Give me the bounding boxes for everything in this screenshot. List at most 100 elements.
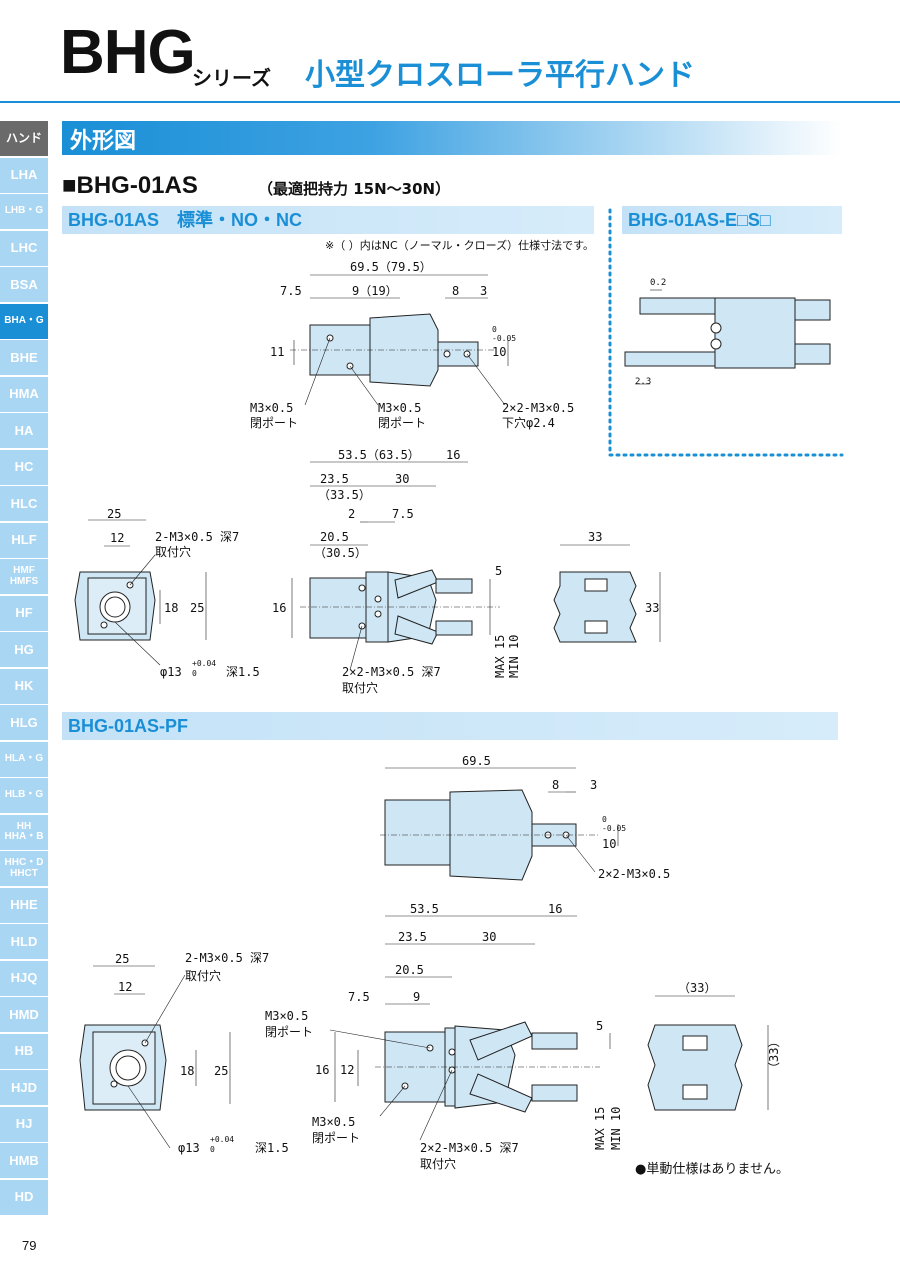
dim-text: 9（19）	[352, 284, 398, 298]
sidebar-item[interactable]: LHA	[0, 157, 48, 193]
callout: 深1.5	[255, 1141, 289, 1155]
dim-text: 7.5	[392, 507, 414, 521]
sidebar-item[interactable]: HF	[0, 595, 48, 631]
sidebar-item[interactable]: HLD	[0, 924, 48, 959]
callout: 取付穴	[185, 968, 221, 983]
page-number: 79	[22, 1238, 37, 1253]
sidebar-item[interactable]: HJ	[0, 1106, 48, 1142]
dim-text: 69.5	[462, 754, 491, 768]
callout: 2×2-M3×0.5	[598, 867, 670, 881]
sidebar-item[interactable]: HLG	[0, 705, 48, 740]
series-suffix: シリーズ	[192, 66, 271, 90]
sidebar-item[interactable]: HMB	[0, 1143, 48, 1178]
dim-tol: +0.04	[192, 659, 216, 668]
dim-text: 25	[214, 1064, 228, 1078]
dim-text: 25	[190, 601, 204, 615]
dim-tol: 0	[602, 815, 607, 824]
subsection-standard: BHG-01AS 標準・NO・NC	[62, 206, 594, 234]
sidebar-item[interactable]: HC	[0, 449, 48, 485]
sidebar-item[interactable]: HHC・D HHCT	[0, 851, 48, 886]
sidebar-item[interactable]: LHB・G	[0, 194, 48, 229]
dim-text: 0.2	[650, 278, 666, 288]
sidebar-item[interactable]: HLF	[0, 522, 48, 558]
dim-text: 53.5	[410, 902, 439, 916]
dim-text: 33	[645, 601, 659, 615]
dim-text: 33	[588, 530, 602, 544]
dim-text: 69.5（79.5）	[350, 260, 432, 274]
dim-text: 20.5	[320, 530, 349, 544]
sidebar-item[interactable]: HK	[0, 668, 48, 704]
sidebar-item[interactable]: HA	[0, 413, 48, 448]
dim-text: 2.3	[635, 377, 651, 387]
dim-text: 2	[348, 507, 355, 521]
sidebar-item[interactable]: HLB・G	[0, 778, 48, 813]
end-view-standard	[74, 519, 207, 666]
callout: 取付穴	[155, 544, 191, 559]
callout: 2×2-M3×0.5 深7	[420, 1141, 519, 1155]
es-separator	[608, 208, 844, 457]
sidebar-item[interactable]: BHE	[0, 340, 48, 375]
dim-text: 18	[164, 601, 178, 615]
sidebar-item[interactable]: HH HHA・B	[0, 814, 48, 850]
callout: 2×2-M3×0.5 深7	[342, 665, 441, 679]
dim-text: 20.5	[395, 963, 424, 977]
sidebar-item[interactable]: HJD	[0, 1070, 48, 1105]
dim-text: 12	[340, 1063, 354, 1077]
sidebar-item[interactable]: HJQ	[0, 960, 48, 996]
sidebar-item[interactable]: HLC	[0, 486, 48, 521]
sidebar-item[interactable]: LHC	[0, 230, 48, 266]
dim-tol: -0.05	[602, 824, 626, 833]
dim-text: 5	[596, 1019, 603, 1033]
callout: M3×0.5	[265, 1009, 308, 1023]
callout: 取付穴	[342, 680, 378, 695]
dim-text: （33）	[678, 981, 716, 995]
callout: M3×0.5	[378, 401, 421, 415]
sidebar-item[interactable]: ハンド	[0, 121, 48, 156]
series-name: BHG	[60, 18, 196, 87]
dim-text: 8	[552, 778, 559, 792]
sidebar-item[interactable]: HG	[0, 632, 48, 667]
section-bar	[62, 121, 842, 155]
section-title: 外形図	[70, 129, 137, 154]
callout: 2×2-M3×0.5	[502, 401, 574, 415]
sidebar-item[interactable]: HMF HMFS	[0, 559, 48, 594]
dim-text: 3	[590, 778, 597, 792]
dim-text: 25	[107, 507, 121, 521]
model-subtitle: （最適把持力 15N〜30N）	[258, 180, 451, 198]
dim-text: MAX 15	[493, 635, 507, 678]
sidebar-item[interactable]: HMD	[0, 997, 48, 1032]
sidebar-item[interactable]: HD	[0, 1179, 48, 1215]
sidebar-item[interactable]: HB	[0, 1033, 48, 1069]
dim-text: 8	[452, 284, 459, 298]
callout: 2-M3×0.5 深7	[185, 951, 269, 965]
dim-text: 23.5	[398, 930, 427, 944]
sidebar-item[interactable]: BSA	[0, 267, 48, 302]
top-view-standard	[290, 274, 509, 406]
sidebar-item[interactable]: HLA・G	[0, 741, 48, 777]
dim-text: 10	[492, 345, 506, 359]
jaw-view-standard	[553, 544, 661, 643]
callout: φ13	[160, 665, 182, 679]
dim-text: 7.5	[348, 990, 370, 1004]
dim-text: 12	[110, 531, 124, 545]
sidebar-item[interactable]: BHA・G	[0, 303, 48, 339]
callout: φ13	[178, 1141, 200, 1155]
dim-text: 25	[115, 952, 129, 966]
callout: 深1.5	[226, 665, 260, 679]
callout: 2-M3×0.5 深7	[155, 530, 239, 544]
header-divider	[0, 101, 900, 103]
sidebar-item[interactable]: HHE	[0, 887, 48, 923]
sidebar-item[interactable]: HMA	[0, 376, 48, 412]
dim-text: 11	[270, 345, 284, 359]
dim-text: 23.5	[320, 472, 349, 486]
dim-text: 9	[413, 990, 420, 1004]
dim-text: （33.5）	[318, 488, 371, 502]
side-view-pf	[329, 915, 611, 1141]
es-detail	[624, 289, 831, 385]
subsection-es: BHG-01AS-E□S□	[622, 206, 842, 234]
callout: 取付穴	[420, 1156, 456, 1171]
callout: 閉ポート	[312, 1131, 360, 1145]
dim-text: （33）	[767, 1036, 781, 1074]
callout: M3×0.5	[312, 1115, 355, 1129]
